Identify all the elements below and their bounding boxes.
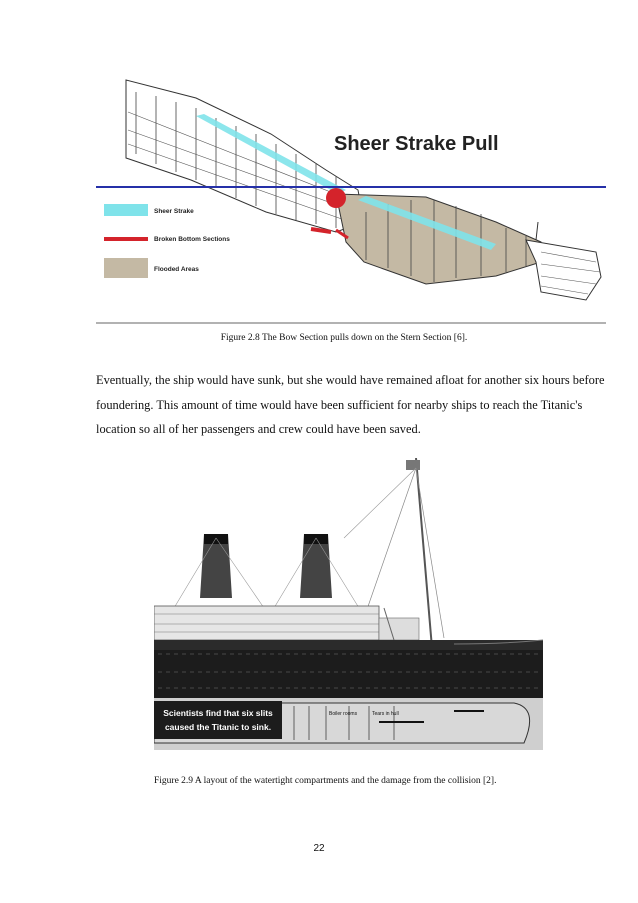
break-point-marker — [326, 188, 346, 208]
legend-label-broken-bottom: Broken Bottom Sections — [154, 236, 230, 243]
figure-titanic-layout: Scientists find that six slits caused th… — [154, 458, 543, 750]
figure-bow-stern-diagram: Sheer Strake Broken Bottom Sections Floo… — [96, 72, 606, 324]
stern-section — [335, 193, 602, 301]
legend-label-flooded: Flooded Areas — [154, 266, 199, 273]
legend-swatch-sheer-strake — [104, 204, 148, 216]
boiler-rooms-label: Boiler rooms — [329, 711, 358, 717]
legend-label-sheer-strake: Sheer Strake — [154, 208, 194, 215]
sheer-strake-diagram: Sheer Strake Broken Bottom Sections Floo… — [96, 79, 606, 324]
figure-2-9-caption: Figure 2.9 A layout of the watertight co… — [154, 776, 497, 786]
page-number: 22 — [313, 843, 325, 854]
figure-title: Sheer Strake Pull — [334, 133, 499, 155]
hull-above-water — [154, 640, 543, 703]
legend-swatch-broken-bottom — [104, 237, 148, 241]
callout-box — [154, 701, 282, 739]
hull-tears-label: Tears in hull — [372, 711, 399, 717]
legend-swatch-flooded — [104, 258, 148, 278]
callout-line-2: caused the Titanic to sink. — [165, 722, 271, 732]
callout-line-1: Scientists find that six slits — [163, 708, 273, 718]
titanic-compartment-illustration: Scientists find that six slits caused th… — [154, 458, 543, 750]
figure-2-8-caption: Figure 2.8 The Bow Section pulls down on… — [220, 333, 468, 343]
body-paragraph: Eventually, the ship would have sunk, bu… — [96, 373, 605, 436]
crows-nest — [406, 460, 420, 470]
funnel-2 — [300, 534, 332, 598]
